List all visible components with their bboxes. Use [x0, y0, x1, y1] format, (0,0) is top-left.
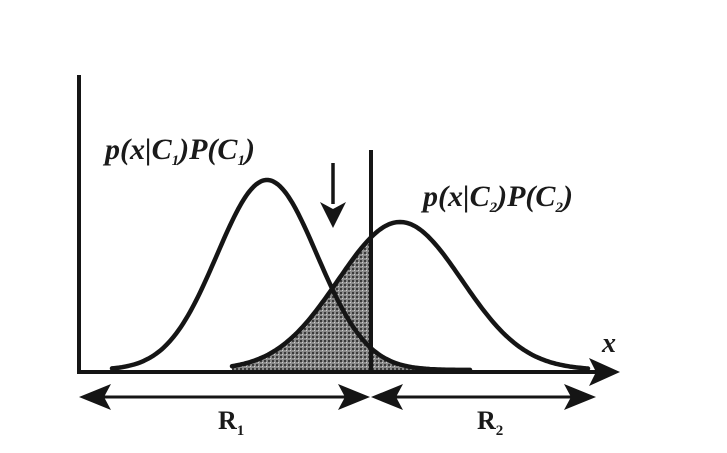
x-axis-arrowhead	[589, 358, 620, 386]
region-2-left-arrowhead	[371, 384, 403, 410]
region-2-right-arrowhead	[564, 384, 596, 410]
region-2-label: R2	[477, 406, 503, 439]
curve-class-2	[229, 219, 591, 371]
curve-2-label: p(x|C2)P(C2)	[420, 180, 573, 216]
curve-class-1	[109, 177, 473, 373]
region-1-label: R1	[218, 406, 244, 439]
optimal-boundary-arrowhead	[320, 202, 346, 228]
x-axis-label: x	[601, 328, 616, 359]
misclassification-region-left	[232, 238, 371, 370]
region-1-right-arrowhead	[338, 384, 370, 410]
curve-1-label: p(x|C1)P(C1)	[102, 133, 255, 169]
region-1-left-arrowhead	[79, 384, 111, 410]
